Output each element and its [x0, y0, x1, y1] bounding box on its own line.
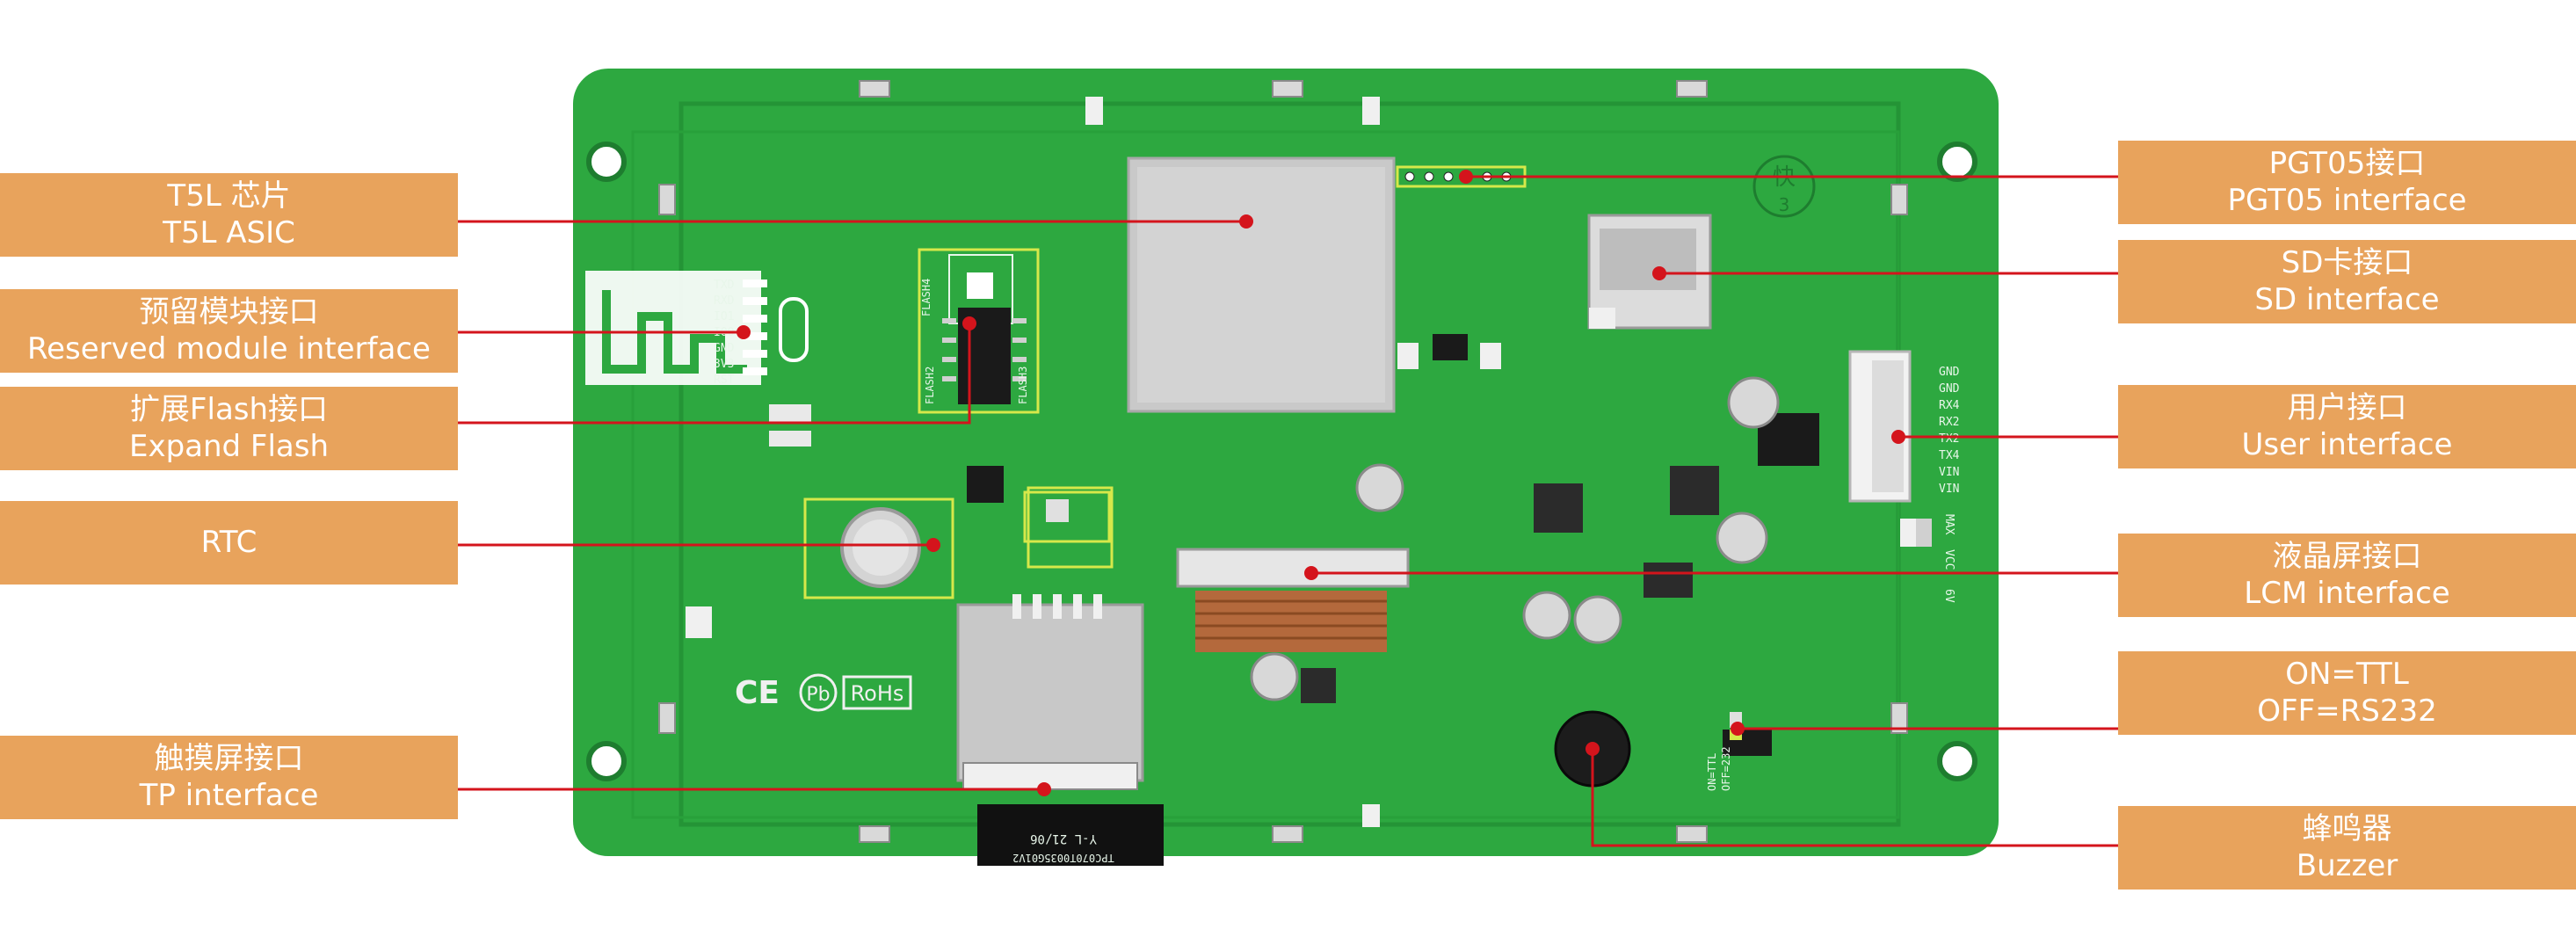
label-ttl-off: OFF=RS232: [2257, 693, 2437, 729]
label-ttl-on: ON=TTL: [2285, 657, 2409, 693]
label-reserved-en: Reserved module interface: [27, 330, 431, 367]
flash3-mark: FLASH3: [1017, 367, 1029, 404]
user-pin-vin-2: VIN: [1939, 483, 1959, 496]
pin-rxd: RXD: [714, 294, 735, 308]
ttl-mark-on: ON=TTL: [1706, 753, 1718, 791]
pb-free-mark: Pb: [806, 684, 830, 706]
label-user-zh: 用户接口: [2287, 390, 2407, 426]
user-connector: GND GND RX4 RX2 TX2 TX4 VIN VIN: [1848, 350, 1960, 503]
label-reserved-module: 预留模块接口 Reserved module interface: [0, 289, 458, 373]
label-rtc: RTC: [0, 501, 458, 585]
side-mark-6v: 6V: [1942, 589, 1956, 603]
seal-number: 3: [1779, 194, 1790, 215]
tp-connector: Y-L 21/06 TPC070T0035G01V2: [956, 594, 1164, 866]
leader-buzzer: [1591, 749, 2118, 847]
label-tp-interface: 触摸屏接口 TP interface: [0, 736, 458, 819]
user-pin-gnd-1: GND: [1939, 366, 1960, 379]
module-footprint: TXD RXD IO1 IO0 GND 3V3 RST: [585, 271, 811, 447]
ce-mark: CE: [735, 675, 780, 711]
label-reserved-zh: 预留模块接口: [139, 294, 319, 330]
user-pin-rx4: RX4: [1939, 399, 1960, 412]
label-lcm-zh: 液晶屏接口: [2272, 539, 2422, 575]
t5l-chip: [1127, 156, 1396, 413]
leader-dots: [737, 170, 1905, 796]
rtc-battery: [803, 486, 1114, 599]
user-pin-vin-1: VIN: [1939, 466, 1959, 479]
side-marks: MAX VCC 6V: [1942, 514, 1956, 603]
pin-3v3: 3V3: [714, 358, 734, 371]
label-t5l-en: T5L ASIC: [163, 214, 295, 251]
label-tp-en: TP interface: [139, 777, 319, 813]
label-pgt05-en: PGT05 interface: [2227, 182, 2467, 218]
label-tp-zh: 触摸屏接口: [154, 741, 304, 777]
label-expand-flash: 扩展Flash接口 Expand Flash: [0, 387, 458, 470]
certification-marks: CE Pb RoHs: [735, 673, 912, 712]
leader-flash: [458, 323, 971, 425]
flash2-mark: FLASH2: [924, 367, 936, 404]
pin-rst: RST: [714, 374, 735, 387]
label-buzzer-zh: 蜂鸣器: [2302, 811, 2392, 847]
label-sd-interface: SD卡接口 SD interface: [2118, 240, 2576, 323]
label-sd-zh: SD卡接口: [2281, 245, 2413, 281]
label-user-interface: 用户接口 User interface: [2118, 385, 2576, 468]
ttl-mark-off: OFF=232: [1720, 746, 1732, 791]
user-pin-tx2: TX2: [1939, 432, 1959, 446]
mounting-holes: [586, 142, 1977, 781]
capacitors: [1250, 376, 1780, 701]
user-pin-gnd-2: GND: [1939, 382, 1960, 396]
fpc-part-number: TPC070T0035G01V2: [1012, 852, 1114, 864]
side-mark-vcc: VCC: [1942, 549, 1956, 570]
pin-gnd: GND: [714, 342, 735, 355]
leader-lines: [458, 175, 2118, 847]
user-pin-tx4: TX4: [1939, 449, 1960, 462]
pin-io1: IO1: [714, 310, 734, 323]
flash4-mark: FLASH4: [920, 279, 932, 316]
label-flash-en: Expand Flash: [128, 428, 330, 464]
label-sd-en: SD interface: [2254, 281, 2440, 317]
label-lcm-en: LCM interface: [2244, 575, 2450, 611]
label-user-en: User interface: [2241, 426, 2453, 462]
pin-txd: TXD: [714, 279, 735, 292]
fpc-date: Y-L 21/06: [1030, 831, 1097, 846]
label-pgt05-interface: PGT05接口 PGT05 interface: [2118, 141, 2576, 224]
side-mark-max: MAX: [1942, 514, 1956, 535]
label-t5l-asic: T5L 芯片 T5L ASIC: [0, 173, 458, 257]
label-t5l-zh: T5L 芯片: [167, 178, 291, 214]
label-buzzer-en: Buzzer: [2296, 847, 2398, 883]
lcm-connector: [1176, 548, 1410, 652]
small-components: [686, 97, 1932, 827]
label-ttl-switch: ON=TTL OFF=RS232: [2118, 651, 2576, 735]
label-pgt05-zh: PGT05接口: [2268, 146, 2426, 182]
user-pin-rx2: RX2: [1939, 416, 1959, 429]
rohs-mark: RoHs: [851, 681, 904, 706]
label-lcm-interface: 液晶屏接口 LCM interface: [2118, 534, 2576, 617]
label-flash-zh: 扩展Flash接口: [129, 392, 329, 428]
sd-slot: [1587, 214, 1712, 330]
label-buzzer: 蜂鸣器 Buzzer: [2118, 806, 2576, 890]
label-rtc-text: RTC: [200, 524, 258, 560]
